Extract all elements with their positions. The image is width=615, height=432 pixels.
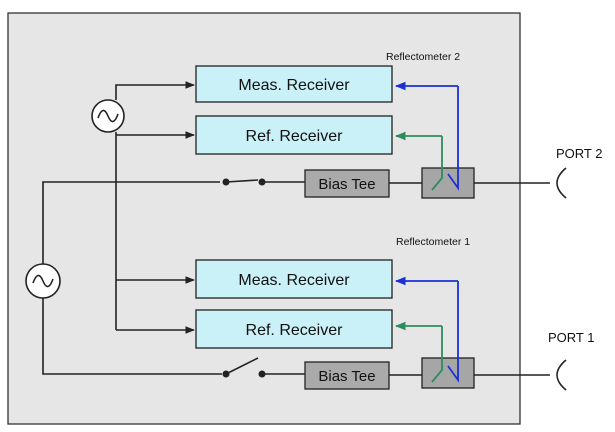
bias-tee-1 xyxy=(304,361,390,390)
port-2-connector-icon xyxy=(556,167,567,199)
rf-to-meas-2-wire xyxy=(115,81,195,100)
ref-receiver-1-label: Ref. Receiver xyxy=(246,322,344,339)
meas-receiver-2 xyxy=(195,65,393,103)
dc-to-port2-wire xyxy=(42,181,220,264)
switch-2-icon xyxy=(222,178,305,186)
ref-receiver-2 xyxy=(195,115,393,155)
ref-receiver-2-label: Ref. Receiver xyxy=(246,128,344,145)
meas-receiver-1-label: Meas. Receiver xyxy=(238,272,350,289)
dc-to-port1-wire xyxy=(42,298,222,375)
ref-receiver-1 xyxy=(195,309,393,349)
bias-tee-2-label: Bias Tee xyxy=(318,176,375,193)
reflectometer-2-title: Reflectometer 2 xyxy=(386,51,460,63)
meas-receiver-2-label: Meas. Receiver xyxy=(238,77,350,94)
port-2-label: PORT 2 xyxy=(556,146,602,161)
rf-source-icon xyxy=(91,99,125,133)
coupler-1 xyxy=(421,357,475,389)
port-1-label: PORT 1 xyxy=(548,330,594,345)
bias-tee-2 xyxy=(304,169,390,198)
switch-1-icon xyxy=(222,357,305,378)
coupler-2 xyxy=(421,167,475,199)
bias-tee-1-label: Bias Tee xyxy=(318,368,375,385)
dc-source-icon xyxy=(25,263,61,299)
port-1-connector-icon xyxy=(556,359,567,391)
reflectometer-1-title: Reflectometer 1 xyxy=(396,236,470,248)
meas-receiver-1 xyxy=(195,259,393,299)
